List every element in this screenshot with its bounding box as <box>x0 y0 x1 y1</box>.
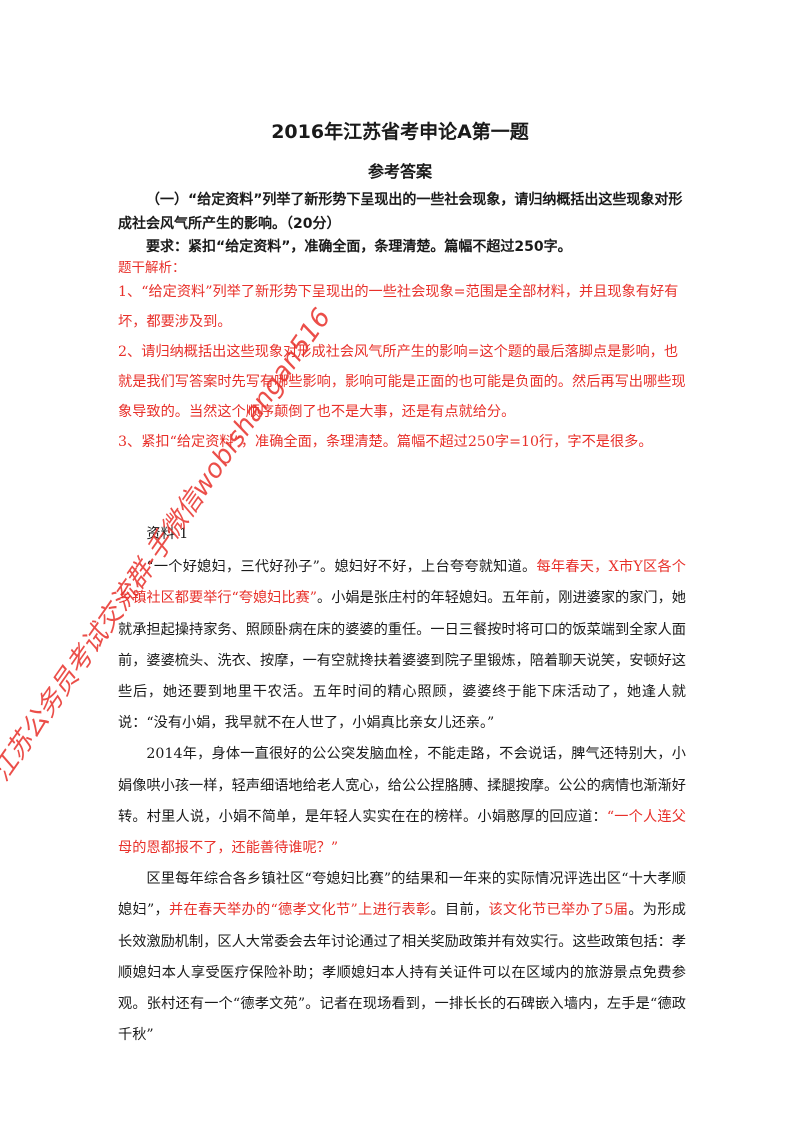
analysis-section: 题干解析： 1、“给定资料”列举了新形势下呈现出的一些社会现象=范围是全部材料，… <box>118 259 686 457</box>
p2-highlight: “一个人连父母的恩都报不了，还能善待谁呢？” <box>118 808 686 857</box>
p3-text-e: 。为形成长效激励机制，区人大常委会去年讨论通过了相关奖励政策并有效实行。这些政策… <box>118 902 686 1044</box>
p2-text-a: 2014年，身体一直很好的公公突发脑血栓，不能走路，不会说话，脾气还特别大，小娟… <box>118 746 686 825</box>
material-paragraph-3: 区里每年综合各乡镇社区“夸媳妇比赛”的结果和一年来的实际情况评选出区“十大孝顺媳… <box>118 864 686 1051</box>
analysis-item-3: 3、紧扣“给定资料”，准确全面，条理清楚。篇幅不超过250字=10行，字不是很多… <box>118 434 653 450</box>
document-title: 2016年江苏省考申论A第一题 <box>271 121 529 143</box>
p3-text-c: 。目前， <box>430 902 489 919</box>
p1-text-a: “一个好媳妇，三代好孙子”。媳妇好不好，上台夸夸就知道。 <box>146 559 537 576</box>
p3-highlight-2: 该文化节已举办了5届 <box>488 902 629 919</box>
document-subtitle: 参考答案 <box>367 162 432 181</box>
material-paragraph-1: “一个好媳妇，三代好孙子”。媳妇好不好，上台夸夸就知道。每年春天，X市Y区各个乡… <box>118 552 686 739</box>
material-title: 资料 1 <box>146 526 189 542</box>
p3-text-a: 区里每年综合各乡镇社区“夸媳妇比赛”的结果和一年来的实际情况评选出区“十大孝顺媳… <box>118 871 686 919</box>
p1-highlight: 每年春天，X市Y区各个乡镇社区都要举行“夸媳妇比赛” <box>118 559 686 607</box>
analysis-heading: 题干解析： <box>118 260 186 276</box>
requirement-text: 要求：紧扣“给定资料”，准确全面，条理清楚。篇幅不超过250字。 <box>146 239 572 255</box>
material-section: 资料 1 “一个好媳妇，三代好孙子”。媳妇好不好，上台夸夸就知道。每年春天，X市… <box>118 519 686 1051</box>
analysis-item-1: 1、“给定资料”列举了新形势下呈现出的一些社会现象=范围是全部材料，并且现象有好… <box>118 284 679 330</box>
p3-highlight-1: 并在春天举办的“德孝文化节”上进行表彰 <box>169 902 431 919</box>
question-line-1: （一）“给定资料”列举了新形势下呈现出的一些社会现象，请归纳概括出这些现象对形 <box>146 192 683 208</box>
material-paragraph-2: 2014年，身体一直很好的公公突发脑血栓，不能走路，不会说话，脾气还特别大，小娟… <box>118 739 686 864</box>
analysis-item-2: 2、请归纳概括出这些现象对形成社会风气所产生的影响=这个题的最后落脚点是影响，也… <box>118 344 686 420</box>
question-text: （一）“给定资料”列举了新形势下呈现出的一些社会现象，请归纳概括出这些现象对形 … <box>118 188 686 236</box>
p1-text-c: 。小娟是张庄村的年轻媳妇。五年前，刚进婆家的家门，她就承担起操持家务、照顾卧病在… <box>118 590 686 732</box>
question-line-2: 成社会风气所产生的影响。（20分） <box>118 216 341 232</box>
